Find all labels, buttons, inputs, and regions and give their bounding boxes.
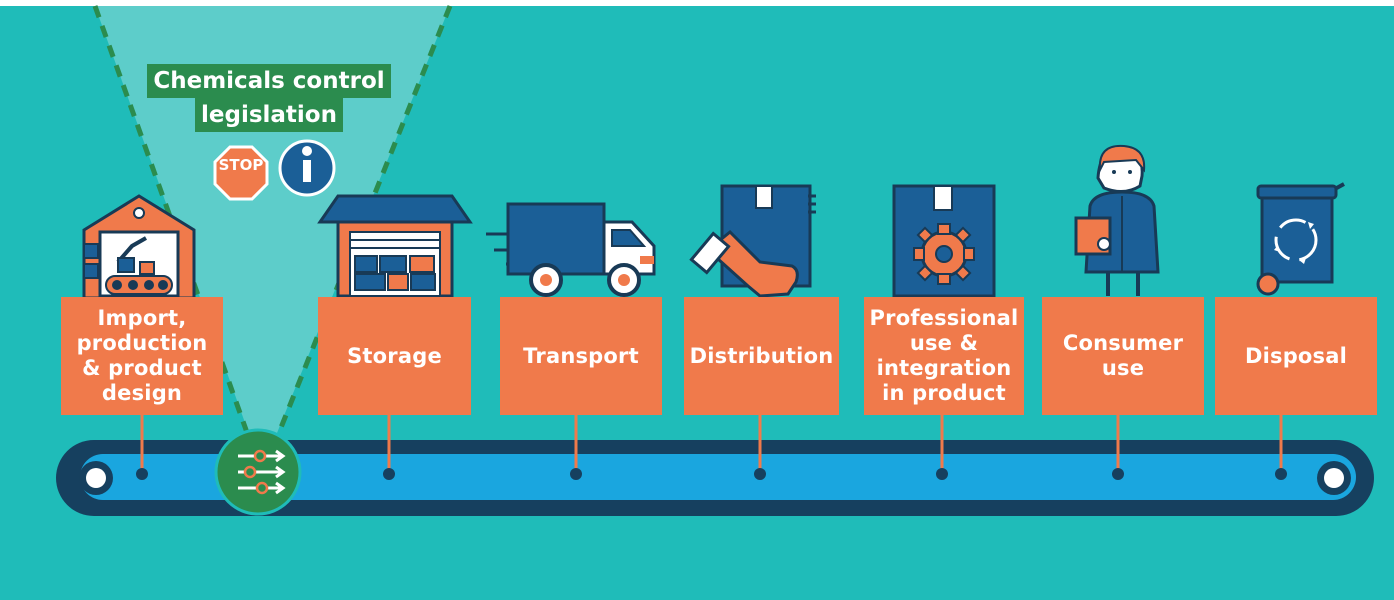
person-holding-box-icon [1074, 144, 1160, 296]
legislation-title-line1: Chemicals control [147, 64, 391, 98]
warehouse-icon [317, 194, 473, 298]
stop-sign-text: STOP [218, 156, 264, 174]
factory-icon [82, 194, 196, 300]
info-icon-dot [302, 146, 312, 156]
stage-box-import-production: Import, production & product design [61, 297, 223, 415]
connector-dots [136, 468, 1287, 480]
stage-box-professional-use: Professional use & integration in produc… [864, 297, 1024, 415]
stage-box-disposal: Disposal [1215, 297, 1377, 415]
recycling-bin-icon [1256, 182, 1345, 296]
left-roller-center [86, 468, 106, 488]
stage-label: Distribution [689, 343, 834, 368]
stage-label: Consumer use [1062, 331, 1184, 380]
stage-label: Disposal [1244, 343, 1348, 368]
hand-holding-box-icon [689, 184, 816, 298]
stage-connectors [140, 414, 1283, 474]
truck-icon [486, 202, 656, 297]
stage-box-consumer-use: Consumer use [1042, 297, 1204, 415]
right-roller-center [1324, 468, 1344, 488]
legislation-label: Chemicals control legislation [144, 64, 394, 132]
stage-box-distribution: Distribution [684, 297, 839, 415]
conveyor-belt-surface [80, 454, 1356, 500]
legislation-title-line2: legislation [195, 98, 343, 132]
top-border [0, 0, 1394, 6]
spotlight-cone [95, 6, 450, 470]
info-icon-stem [303, 160, 311, 182]
box-with-gear-icon [892, 184, 996, 298]
stage-box-transport: Transport [500, 297, 662, 415]
stage-label: Transport [523, 343, 639, 368]
stage-box-storage: Storage [318, 297, 471, 415]
stage-label: Import, production & product design [76, 306, 208, 405]
stage-label: Professional use & integration in produc… [869, 306, 1019, 405]
process-arrows-icon [214, 428, 302, 516]
stage-label: Storage [347, 343, 442, 368]
stop-sign-icon [213, 145, 269, 201]
